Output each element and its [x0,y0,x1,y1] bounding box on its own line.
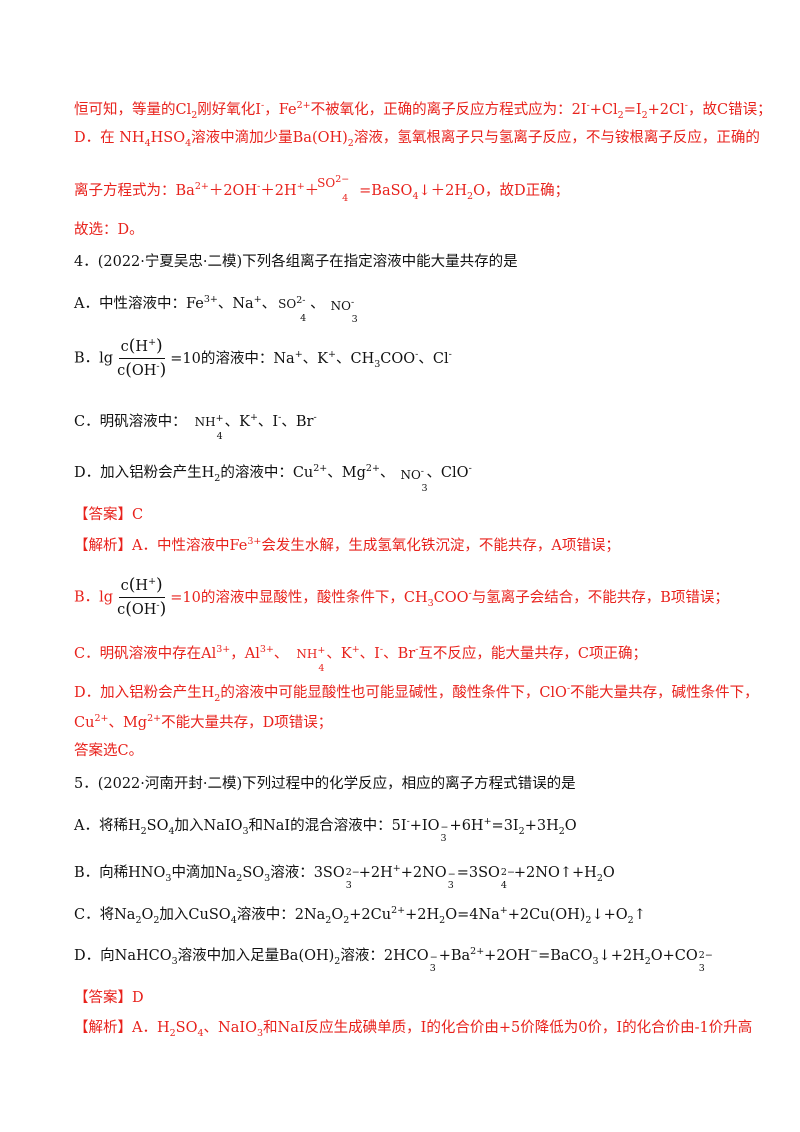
question-4-answer: 【答案】C [74,507,144,523]
question-4-stem: 4．(2022·宁夏吴忠·二模)下列各组离子在指定溶液中能大量共存的是 [74,254,518,270]
explanation-conclusion: 故选：D。 [74,222,144,238]
explanation-line-d-equation: 离子方程式为：Ba2+＋2OH-＋2H+＋SO2−4=BaSO4↓＋2H2O，故… [74,174,570,204]
question-5-option-d: D．向NaHCO3溶液中加入足量Ba(OH)2溶液：2HCO−3+Ba2++2O… [74,946,713,974]
explanation-line-d: D．在 NH4HSO4溶液中滴加少量Ba(OH)2溶液，氢氧根离子只与氢离子反应… [74,130,760,149]
question-5-explanation-a: 【解析】A．H2SO4、NaIO3和NaI反应生成碘单质，I的化合价由+5价降低… [74,1020,753,1039]
question-5-answer: 【答案】D [74,990,144,1006]
question-5-option-c: C．将Na2O2加入CuSO4溶液中：2Na2O2+2Cu2++2H2O=4Na… [74,905,646,926]
question-4-explanation-a: 【解析】A．中性溶液中Fe3+会发生水解，生成氢氧化铁沉淀，不能共存，A项错误； [74,536,620,554]
question-4-option-d: D．加入铝粉会产生H2的溶液中：Cu2+、Mg2+、NO-3、ClO- [74,463,472,494]
question-4-option-c: C．明矾溶液中：NH+4、K+、I-、Br- [74,412,317,442]
concentration-ratio-fraction: c(H+)c(OH-) [117,575,167,619]
question-5-stem: 5．(2022·河南开封·二模)下列过程中的化学反应，相应的离子方程式错误的是 [74,776,576,792]
question-4-explanation-d: D．加入铝粉会产生H2的溶液中可能显酸性也可能显碱性，酸性条件下，ClO-不能大… [74,683,759,704]
question-4-explanation-d-cont: Cu2+、Mg2+不能大量共存，D项错误； [74,713,333,731]
question-5-option-a: A．将稀H2SO4加入NaIO3和NaI的混合溶液中：5I-+IO−3+6H+=… [74,816,577,844]
concentration-ratio-fraction: c(H+)c(OH-) [117,336,167,380]
question-4-option-a: A．中性溶液中：Fe3+、Na+、SO2-4、NO-3 [74,294,358,325]
question-4-explanation-c: C．明矾溶液中存在Al3+，Al3+、NH+4、K+、I-、Br-互不反应，能大… [74,644,648,674]
question-4-conclusion: 答案选C。 [74,743,144,759]
explanation-line-c: 恒可知，等量的Cl2刚好氧化I-，Fe2+不被氧化，正确的离子反应方程式应为：2… [74,100,772,121]
